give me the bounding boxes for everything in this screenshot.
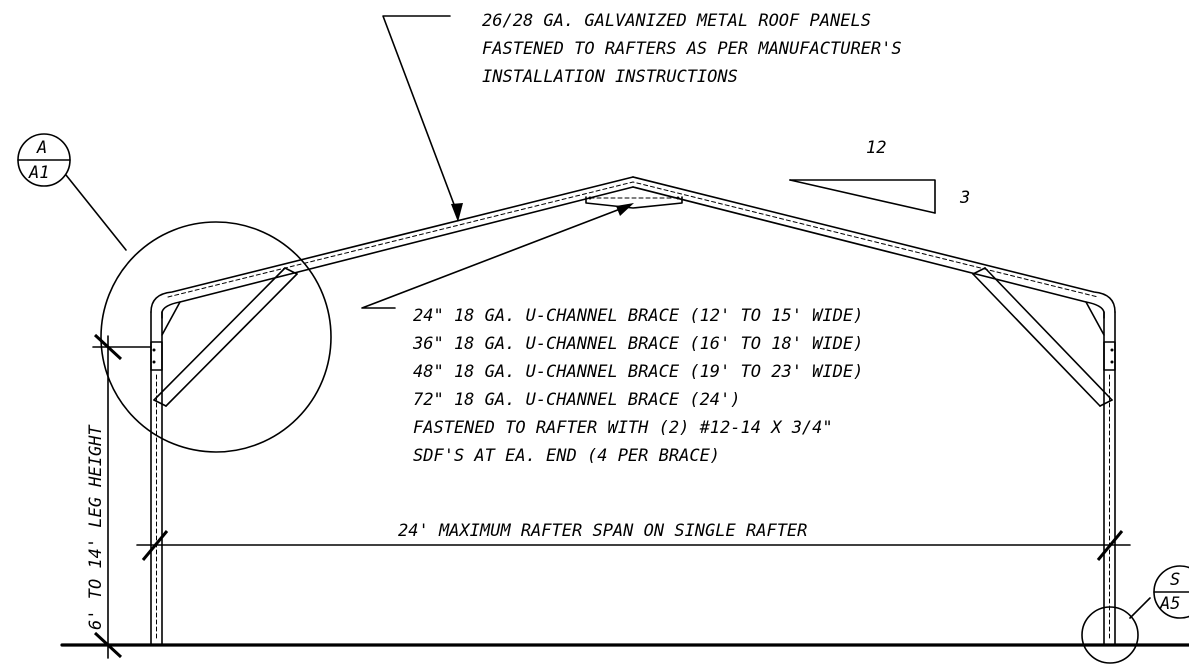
detail-s-top: S [1170,570,1180,590]
detail-a-bottom: A1 [28,163,49,183]
left-leg [150,311,163,646]
detail-s-bottom: A5 [1159,594,1180,614]
leg-height-dimension [92,333,152,659]
rafter-span-label: 24' MAXIMUM RAFTER SPAN ON SINGLE RAFTER [398,521,807,541]
pitch-rise: 3 [959,188,970,208]
rafter-frame [150,176,1116,336]
rafter-span-dimension [136,530,1131,561]
detail-callout-s [1081,565,1189,664]
right-knee-brace [972,267,1113,407]
pitch-run: 12 [866,138,886,158]
brace-leader [361,203,634,309]
ridge-brace [585,196,683,209]
pitch-symbol [789,179,936,214]
detail-callout-a [17,133,332,453]
brace-note: 24" 18 GA. U-CHANNEL BRACE (12' TO 15' W… [412,306,874,466]
left-knee-brace [153,267,298,407]
right-leg [1103,311,1116,646]
detail-a-top: A [36,138,47,158]
leg-height-label: 6' TO 14' LEG HEIGHT [86,424,106,630]
roof-panel-leader [382,15,463,222]
roof-panel-note: 26/28 GA. GALVANIZED METAL ROOF PANELS F… [482,11,912,87]
